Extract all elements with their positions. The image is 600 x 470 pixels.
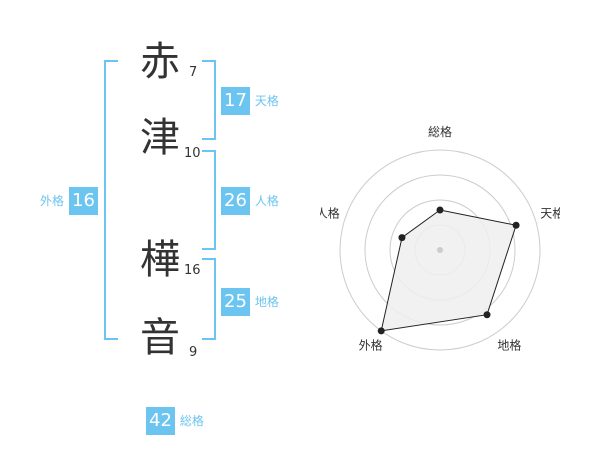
name-char-3: 樺 [140,237,180,283]
gaikaku-label: 外格 [40,194,65,208]
chikaku-label: 地格 [254,295,279,309]
radar-point-4 [398,234,406,242]
stroke-count-2: 10 [184,146,201,161]
radar-polygon [380,209,517,332]
chikaku-badge: 25 地格 [221,288,279,316]
radar-point-0 [436,206,444,214]
radar-center-dot [437,247,443,253]
name-char-4: 音 [140,315,180,361]
name-char-1: 赤 [140,39,180,85]
soukaku-badge: 42 総格 [146,407,204,435]
stroke-count-4: 9 [189,345,198,360]
radar-axis-label-3: 外格 [359,337,383,352]
gaikaku-value: 16 [69,187,98,215]
jinkaku-value: 26 [221,187,250,215]
tenkaku-value: 17 [221,87,250,115]
tenkaku-bracket [202,60,216,140]
gaikaku-bracket [104,60,118,340]
radar-ring [364,174,516,326]
radar-ring [339,149,541,351]
radar-axis-label-2: 地格 [497,337,521,352]
soukaku-label: 総格 [179,414,204,428]
radar-point-2 [483,311,491,319]
radar-axis-label-0: 総格 [428,124,452,139]
name-char-2: 津 [140,115,180,161]
jinkaku-label: 人格 [254,194,279,208]
stroke-count-1: 7 [189,65,198,80]
radar-point-3 [377,327,385,335]
tenkaku-label: 天格 [254,94,279,108]
chikaku-value: 25 [221,288,250,316]
stroke-count-3: 16 [184,263,201,278]
jinkaku-badge: 26 人格 [221,187,279,215]
gaikaku-badge: 16 外格 [40,187,98,215]
radar-point-1 [512,221,520,229]
jinkaku-bracket [202,150,216,250]
soukaku-value: 42 [146,407,175,435]
tenkaku-badge: 17 天格 [221,87,279,115]
radar-axis-label-1: 天格 [540,206,560,221]
chikaku-bracket [202,258,216,340]
radar-axis-label-4: 人格 [320,206,340,221]
